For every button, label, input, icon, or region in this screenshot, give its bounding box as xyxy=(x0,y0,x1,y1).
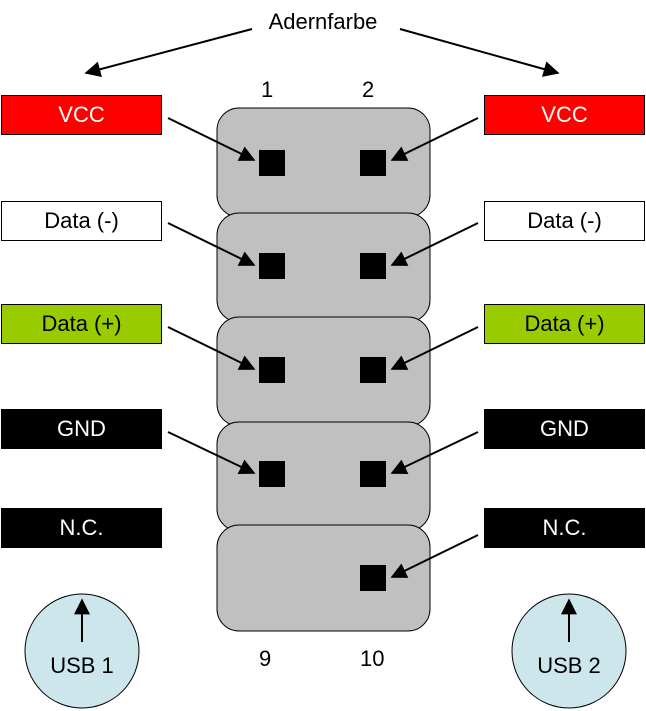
wire-label-left-gnd: GND xyxy=(1,409,162,449)
arrow-left-gnd xyxy=(167,431,256,475)
connector-segment-1 xyxy=(216,107,431,218)
pin-3 xyxy=(259,253,285,279)
arrow-right-vcc xyxy=(390,117,479,161)
wire-label-right-vcc: VCC xyxy=(484,95,645,135)
usb-1-port xyxy=(24,593,140,709)
arrow-right-data-minus xyxy=(390,222,479,266)
pin-7 xyxy=(259,461,285,487)
pin-number-10: 10 xyxy=(360,646,385,671)
wire-label-right-data-plus: Data (+) xyxy=(484,304,645,344)
connector-segment-2 xyxy=(216,212,431,323)
arrow-left-data-minus xyxy=(167,222,256,266)
diagram-title: Adernfarbe xyxy=(268,9,378,34)
arrow-right-data-plus xyxy=(390,326,479,370)
pin-number-1: 1 xyxy=(261,77,274,102)
wire-label-left-nc: N.C. xyxy=(1,508,162,548)
title-arrow-left xyxy=(84,28,253,78)
usb-1-label: USB 1 xyxy=(50,653,114,678)
wire-label-left-data-plus: Data (+) xyxy=(1,304,162,344)
pin-6 xyxy=(360,357,386,383)
pin-number-2: 2 xyxy=(362,77,375,102)
pin-8 xyxy=(360,461,386,487)
connector-segment-3 xyxy=(216,316,431,427)
pin-number-9: 9 xyxy=(259,646,272,671)
pin-1 xyxy=(259,150,285,176)
wire-label-right-gnd: GND xyxy=(484,409,645,449)
title-arrow-right xyxy=(399,28,560,77)
arrow-right-gnd xyxy=(390,431,479,475)
pin-10 xyxy=(360,565,386,591)
usb-2-port xyxy=(511,593,627,709)
wire-label-left-data-minus: Data (-) xyxy=(1,201,162,241)
wire-label-right-nc: N.C. xyxy=(484,508,645,548)
pin-2 xyxy=(360,150,386,176)
wire-label-right-data-minus: Data (-) xyxy=(484,201,645,241)
wire-label-left-vcc: VCC xyxy=(1,95,162,135)
pin-5 xyxy=(259,357,285,383)
arrow-right-nc xyxy=(390,534,479,578)
arrow-left-data-plus xyxy=(167,326,256,370)
pin-4 xyxy=(360,253,386,279)
usb-2-label: USB 2 xyxy=(537,653,601,678)
connector-segment-4 xyxy=(216,421,431,532)
arrow-left-vcc xyxy=(167,117,256,161)
connector-segment-5 xyxy=(216,524,431,632)
connector-header xyxy=(216,107,431,632)
